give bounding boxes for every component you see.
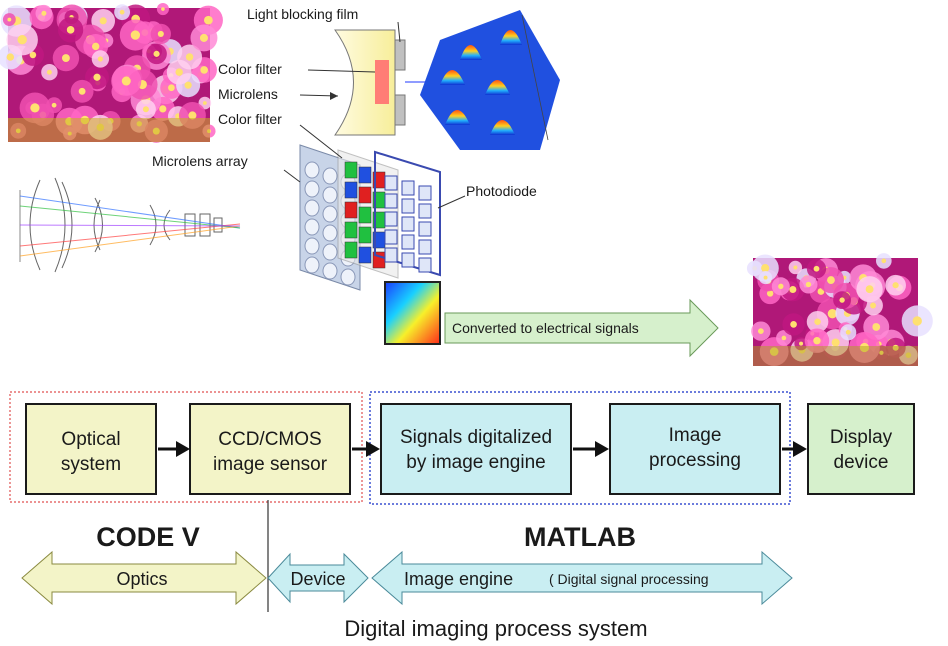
- svg-text:Display: Display: [830, 427, 893, 448]
- svg-text:( Digital signal processing: ( Digital signal processing: [549, 571, 709, 587]
- svg-text:Image: Image: [669, 425, 722, 446]
- svg-text:processing: processing: [649, 450, 741, 471]
- svg-text:system: system: [61, 454, 121, 475]
- svg-text:device: device: [834, 452, 889, 473]
- label-converted-signals: Converted to electrical signals: [452, 320, 639, 336]
- svg-text:Image engine: Image engine: [404, 569, 513, 589]
- sensor-group-border: [9, 391, 363, 503]
- label-photodiode: Photodiode: [466, 183, 537, 199]
- label-microlens-array: Microlens array: [152, 153, 248, 169]
- flower-photo-input: [0, 2, 223, 143]
- range-arrow-optics: Optics: [21, 550, 267, 606]
- tool-label-code-v: CODE V: [96, 522, 200, 552]
- flow-block-image-sensor: CCD/CMOS image sensor: [189, 403, 351, 495]
- label-color-filter-top: Color filter: [218, 61, 282, 77]
- flow-block-optical-system: Optical system: [25, 403, 157, 495]
- label-microlens: Microlens: [218, 86, 278, 102]
- svg-text:Optics: Optics: [116, 569, 167, 589]
- label-color-filter-bottom: Color filter: [218, 111, 282, 127]
- footer-caption: Digital imaging process system: [344, 616, 647, 641]
- svg-text:CCD/CMOS: CCD/CMOS: [218, 429, 321, 450]
- svg-text:Optical: Optical: [61, 429, 120, 450]
- tool-label-matlab: MATLAB: [524, 522, 636, 552]
- svg-text:image sensor: image sensor: [213, 454, 328, 475]
- flow-block-display-device: Display device: [807, 403, 915, 495]
- svg-text:Device: Device: [290, 569, 345, 589]
- flower-photo-output: [746, 253, 933, 366]
- label-light-blocking-film: Light blocking film: [247, 6, 358, 22]
- range-arrow-device: Device: [267, 552, 369, 604]
- intensity-surface-plot: [420, 10, 560, 150]
- flow-block-image-processing: Image processing: [609, 403, 781, 495]
- microlens-cross-section: [334, 29, 440, 136]
- lens-system-icon: [19, 177, 241, 273]
- illustration-callouts: Light blocking film Color filter Microle…: [152, 6, 537, 209]
- svg-text:Signals digitalized: Signals digitalized: [400, 427, 552, 448]
- sensor-stack-illustration: [299, 144, 441, 345]
- range-arrow-image-engine: Image engine ( Digital signal processing: [371, 550, 793, 606]
- flow-block-signals-digitalized: Signals digitalized by image engine: [380, 403, 572, 495]
- flow-arrows: [158, 441, 807, 457]
- svg-text:by image engine: by image engine: [406, 452, 545, 473]
- converted-signals-arrow: Converted to electrical signals: [444, 298, 719, 358]
